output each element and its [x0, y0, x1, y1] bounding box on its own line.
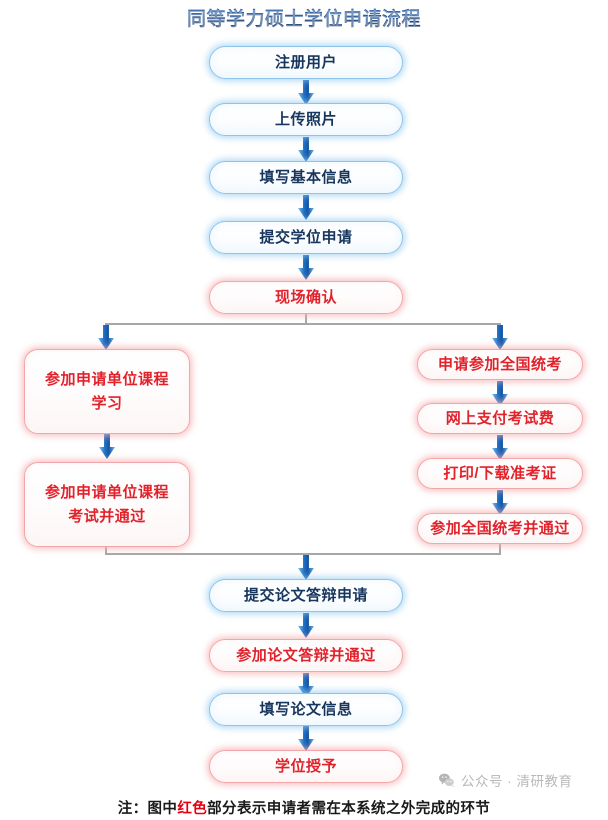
node-label: 提交论文答辩申请: [243, 586, 368, 604]
node-apply-national-exam[interactable]: 申请参加全国统考: [417, 349, 583, 380]
note-prefix: 注：图中: [117, 801, 178, 817]
node-unit-course-study[interactable]: 参加申请单位课程 学习: [24, 349, 190, 434]
fork-bar-top: [105, 323, 501, 326]
node-fill-basic-info[interactable]: 填写基本信息: [209, 161, 403, 194]
merge-bar-bottom: [105, 553, 501, 556]
node-label: 打印/下载准考证: [443, 464, 557, 482]
node-label: 填写论文信息: [259, 700, 353, 718]
arrow-down-icon: [295, 137, 317, 163]
arrow-down-icon: [295, 255, 317, 281]
node-submit-defense-application[interactable]: 提交论文答辩申请: [209, 579, 403, 612]
merge-right-stem: [499, 544, 502, 555]
arrow-down-icon: [295, 80, 317, 106]
arrow-down-icon: [96, 434, 118, 460]
arrow-down-icon: [295, 195, 317, 221]
node-label: 参加全国统考并通过: [430, 519, 570, 537]
node-label: 申请参加全国统考: [437, 355, 562, 373]
node-degree-awarded[interactable]: 学位授予: [209, 750, 403, 783]
node-label-line1: 参加申请单位课程: [44, 484, 169, 502]
page-title: 同等学力硕士学位申请流程: [0, 4, 608, 31]
watermark-text: 公众号 · 清研教育: [461, 774, 573, 789]
node-register-user[interactable]: 注册用户: [209, 46, 403, 79]
node-label: 提交学位申请: [259, 228, 353, 246]
footer-note: 注：图中红色部分表示申请者需在本系统之外完成的环节: [0, 797, 608, 818]
node-label: 学位授予: [274, 757, 337, 775]
node-submit-application[interactable]: 提交学位申请: [209, 221, 403, 254]
node-fill-thesis-info[interactable]: 填写论文信息: [209, 693, 403, 726]
note-suffix: 部分表示申请者需在本系统之外完成的环节: [207, 801, 491, 817]
arrow-down-icon: [295, 555, 317, 581]
note-highlight: 红色: [177, 801, 208, 817]
node-upload-photo[interactable]: 上传照片: [209, 103, 403, 136]
arrow-down-icon: [295, 613, 317, 639]
arrow-down-icon: [489, 325, 511, 351]
merge-left-stem: [105, 547, 108, 555]
node-label: 填写基本信息: [259, 168, 353, 186]
arrow-down-icon: [295, 673, 317, 699]
node-label-line2: 考试并通过: [68, 507, 146, 525]
node-pay-exam-fee-online[interactable]: 网上支付考试费: [417, 403, 583, 434]
node-label: 参加论文答辩并通过: [236, 646, 376, 664]
node-label-line2: 学习: [91, 394, 123, 412]
arrow-down-icon: [95, 325, 117, 351]
arrow-down-icon: [295, 726, 317, 752]
node-pass-national-exam[interactable]: 参加全国统考并通过: [417, 513, 583, 544]
node-pass-thesis-defense[interactable]: 参加论文答辩并通过: [209, 639, 403, 672]
arrow-down-icon: [489, 435, 511, 461]
node-label-line1: 参加申请单位课程: [44, 371, 169, 389]
wechat-icon: [438, 773, 455, 787]
fork-stem-top: [305, 314, 308, 325]
node-label: 现场确认: [274, 288, 337, 306]
arrow-down-icon: [489, 381, 511, 407]
node-label: 网上支付考试费: [445, 409, 555, 427]
node-unit-course-exam[interactable]: 参加申请单位课程 考试并通过: [24, 462, 190, 547]
arrow-down-icon: [489, 490, 511, 516]
watermark: 公众号 · 清研教育: [438, 770, 573, 790]
node-label: 上传照片: [274, 110, 337, 128]
node-onsite-confirm[interactable]: 现场确认: [209, 281, 403, 314]
node-print-admission-ticket[interactable]: 打印/下载准考证: [417, 458, 583, 489]
node-label: 注册用户: [274, 53, 337, 71]
